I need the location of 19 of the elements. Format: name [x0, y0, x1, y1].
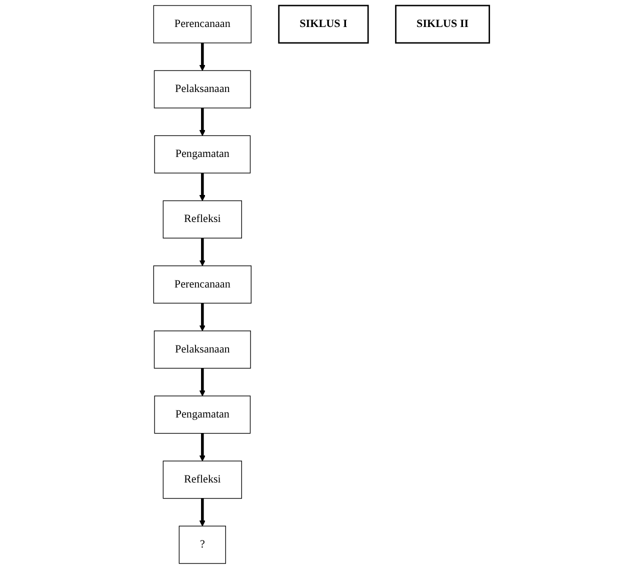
node-box: Refleksi: [162, 460, 242, 499]
arrow: [199, 108, 206, 136]
node-box: Perencanaan: [153, 265, 252, 304]
arrow: [199, 238, 206, 266]
arrow: [199, 303, 206, 332]
arrow: [199, 498, 206, 526]
node-box: Pelaksanaan: [154, 330, 251, 369]
node-box: SIKLUS II: [395, 4, 490, 44]
node-box: Pengamatan: [154, 396, 251, 434]
node-box: ?: [178, 526, 226, 564]
arrow: [199, 433, 206, 462]
node-box: Pelaksanaan: [154, 70, 251, 108]
arrow: [199, 42, 206, 71]
node-box: Pengamatan: [154, 135, 251, 174]
node-box: Refleksi: [162, 200, 242, 238]
arrow: [199, 173, 206, 202]
arrow: [199, 368, 206, 396]
node-box: Perencanaan: [153, 5, 252, 44]
node-box: SIKLUS I: [278, 4, 369, 44]
